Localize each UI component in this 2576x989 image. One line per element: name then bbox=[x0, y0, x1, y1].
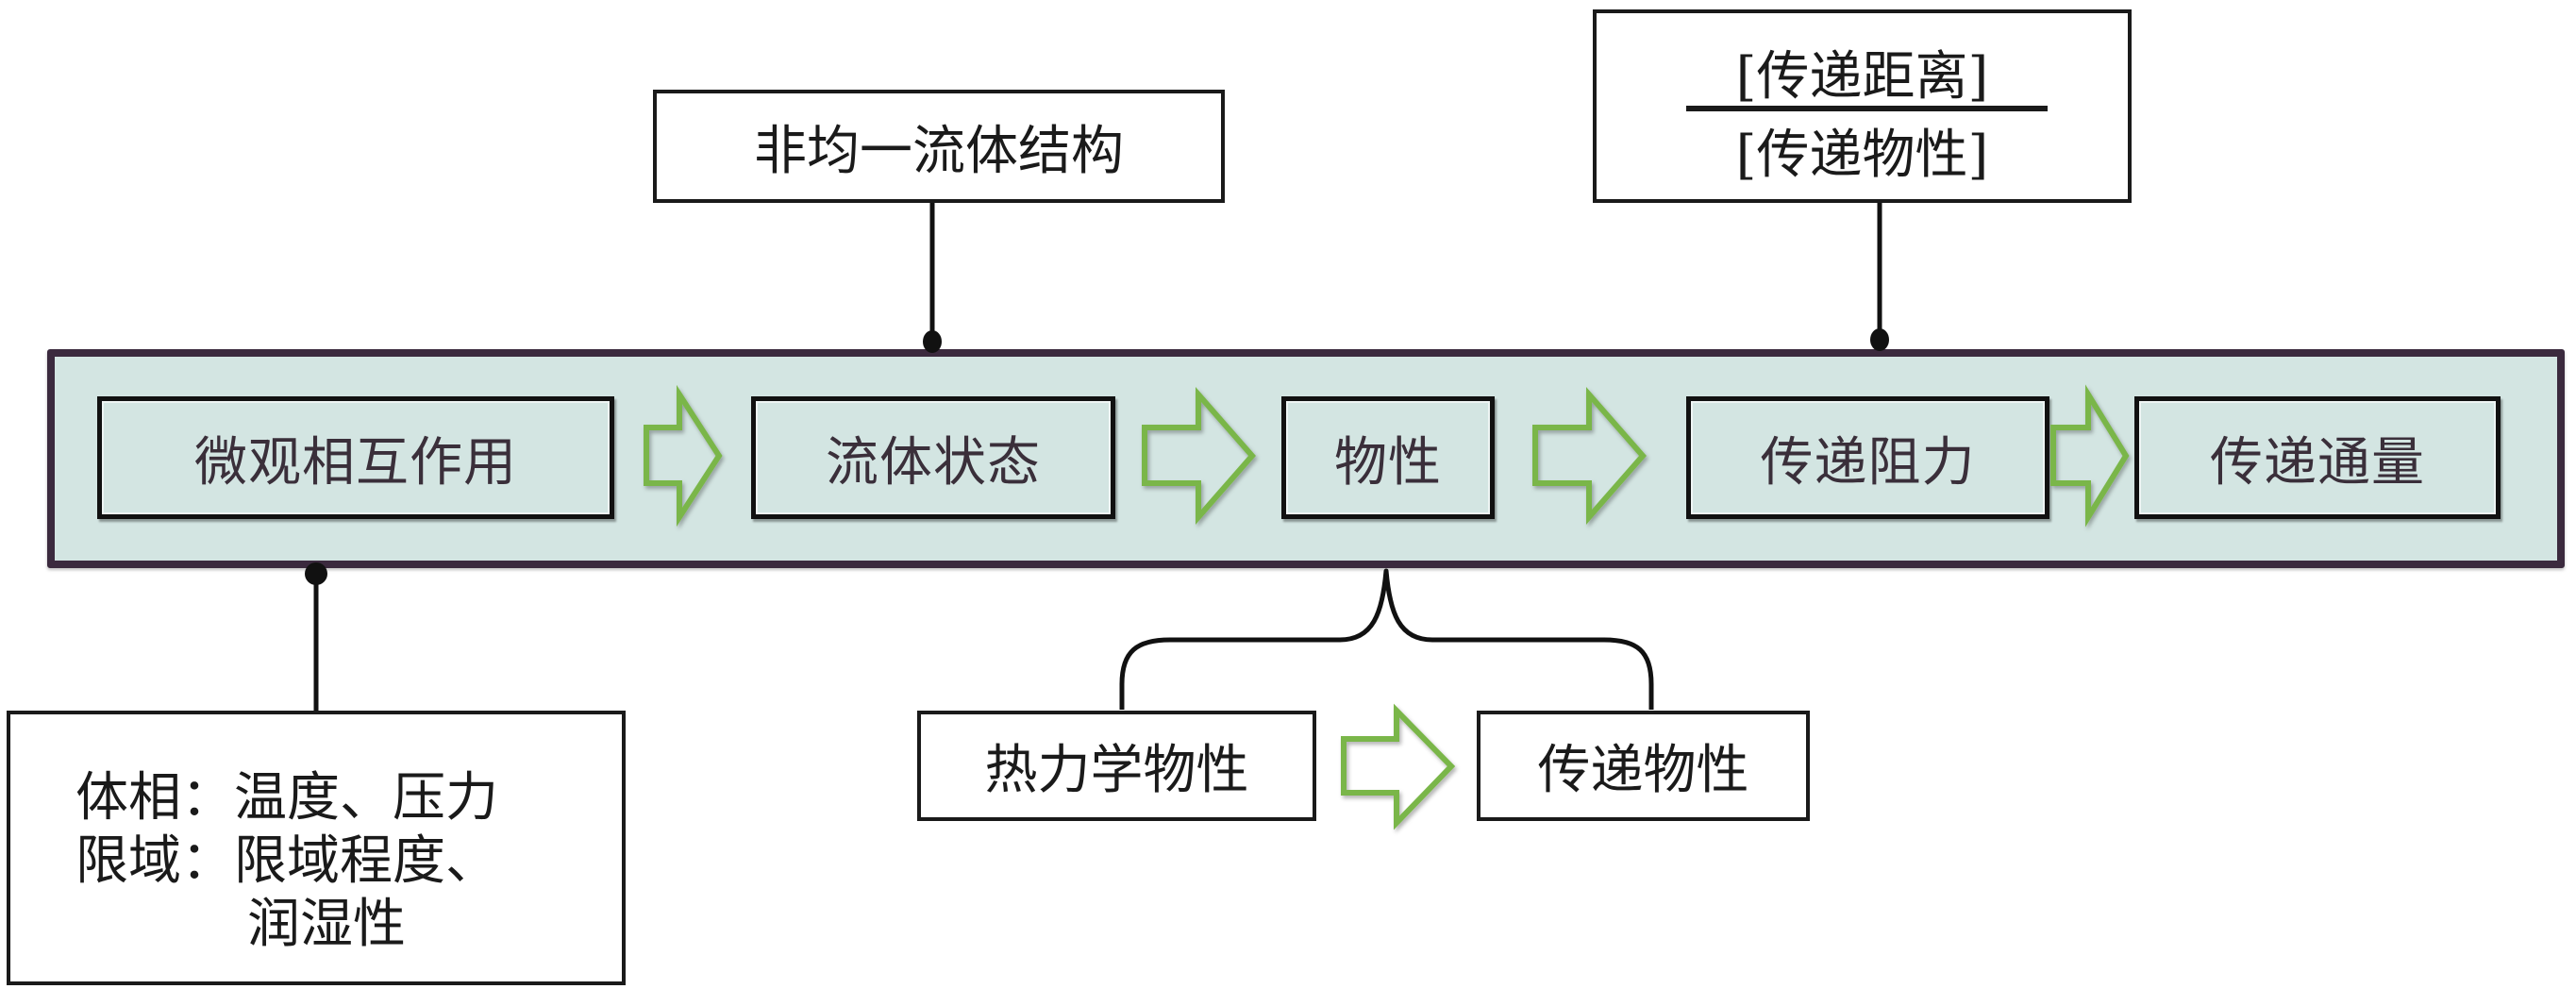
condition-confined-value: 限域程度、 bbox=[234, 830, 498, 892]
connector-dot-icon bbox=[1870, 328, 1889, 351]
stage-transfer-resistance: 传递阻力 bbox=[1686, 396, 2049, 519]
hollow-right-arrow-icon bbox=[1341, 703, 1456, 830]
note-nonuniform-structure-text: 非均一流体结构 bbox=[754, 120, 1124, 182]
stage-label: 流体状态 bbox=[826, 431, 1041, 494]
condition-bulk-label: 体相： bbox=[75, 767, 234, 829]
stage-transfer-flux: 传递通量 bbox=[2134, 396, 2501, 519]
fraction-denominator: [传递物性] bbox=[1735, 124, 1989, 186]
condition-confined-label: 限域： bbox=[75, 830, 234, 892]
stage-properties: 物性 bbox=[1281, 396, 1495, 519]
transport-properties-text: 传递物性 bbox=[1537, 740, 1749, 801]
stage-fluid-state: 流体状态 bbox=[751, 396, 1115, 519]
condition-bulk-row: 体相：温度、压力 bbox=[75, 755, 498, 831]
curly-brace-icon bbox=[1119, 568, 1654, 710]
note-thermodynamic-properties: 热力学物性 bbox=[917, 711, 1316, 821]
note-conditions bbox=[7, 711, 626, 985]
condition-confined-value-cont: 润湿性 bbox=[247, 894, 406, 955]
fraction-numerator: [传递距离] bbox=[1735, 45, 1989, 108]
condition-confined-row-2: 润湿性 bbox=[247, 881, 406, 958]
note-resistance-fraction: [传递距离] [传递物性] bbox=[1593, 9, 2132, 203]
stage-micro-interaction: 微观相互作用 bbox=[97, 396, 614, 519]
stage-label: 物性 bbox=[1334, 431, 1442, 494]
condition-confined-row: 限域：限域程度、 bbox=[75, 818, 498, 895]
condition-bulk-value: 温度、压力 bbox=[234, 767, 498, 829]
thermodynamic-properties-text: 热力学物性 bbox=[984, 740, 1249, 801]
note-nonuniform-structure: 非均一流体结构 bbox=[653, 90, 1225, 203]
note-transport-properties: 传递物性 bbox=[1477, 711, 1810, 821]
stage-label: 传递阻力 bbox=[1760, 431, 1976, 494]
stage-label: 传递通量 bbox=[2210, 431, 2425, 494]
stage-label: 微观相互作用 bbox=[194, 431, 517, 494]
fraction-bar bbox=[1686, 106, 2048, 111]
